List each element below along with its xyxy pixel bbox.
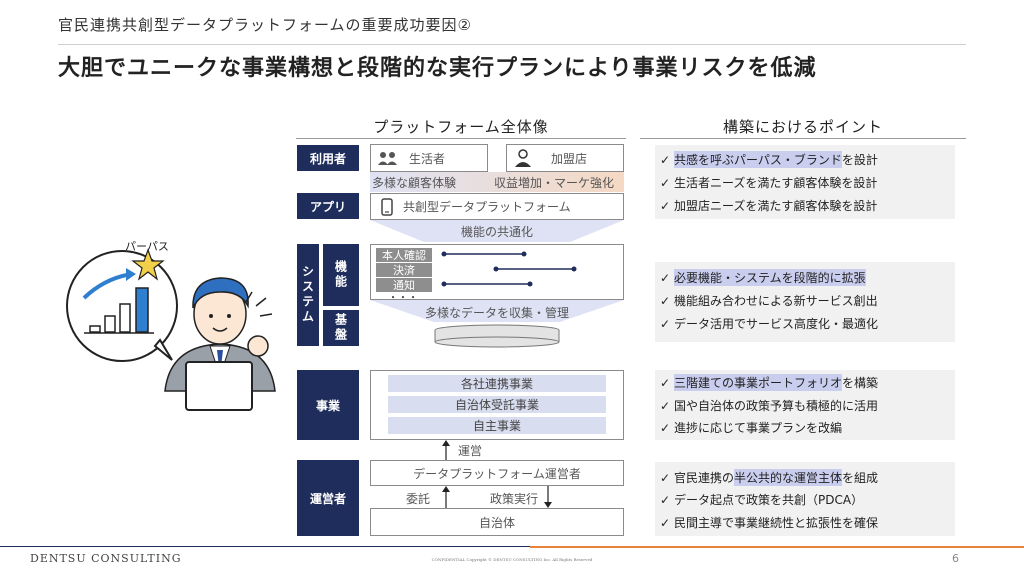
check-icon: ✓ — [660, 316, 671, 331]
point-text: データ起点で政策を共創（PDCA） — [674, 493, 864, 507]
municipality-box: 自治体 — [370, 508, 624, 536]
consumer-label: 生活者 — [409, 151, 446, 166]
footer-rule-orange — [530, 546, 1024, 548]
points-heading-rule — [640, 138, 966, 139]
data-collection-funnel — [370, 300, 624, 348]
business-item-partner: 各社連携事業 — [388, 375, 606, 392]
label-base: 基盤 — [323, 310, 359, 346]
label-business: 事業 — [297, 370, 359, 440]
point-text: 国や自治体の政策予算も積極的に活用 — [674, 399, 879, 413]
user-value-band — [370, 172, 624, 192]
entrust-arrow — [442, 486, 450, 508]
check-icon: ✓ — [660, 270, 671, 285]
people-icon — [378, 152, 397, 165]
point-private-led: ✓民間主導で事業継続性と拡張性を確保 — [660, 514, 878, 531]
common-function-band — [370, 220, 624, 242]
label-app: アプリ — [297, 193, 359, 219]
businessman-illustration — [66, 248, 276, 411]
point-data-optimization: ✓データ活用でサービス高度化・最適化 — [660, 315, 878, 332]
point-text: 生活者ニーズを満たす顧客体験を設計 — [674, 176, 878, 190]
shopkeeper-icon — [515, 149, 531, 167]
app-box: 共創型データプラットフォーム — [370, 193, 624, 220]
check-icon: ✓ — [660, 492, 671, 507]
point-text: 機能組み合わせによる新サービス創出 — [674, 294, 878, 308]
point-highlight: 三階建ての事業ポートフォリオ — [674, 374, 843, 391]
check-icon: ✓ — [660, 470, 671, 485]
point-purpose-brand: ✓共感を呼ぶパーパス・ブランドを設計 — [660, 151, 878, 168]
check-icon: ✓ — [660, 420, 671, 435]
label-operator: 運営者 — [297, 460, 359, 536]
label-system: システム — [297, 244, 319, 346]
platform-heading-rule — [296, 138, 626, 139]
label-function: 機能 — [323, 244, 359, 306]
point-policy-budget: ✓国や自治体の政策予算も積極的に活用 — [660, 397, 878, 414]
point-merchant-experience: ✓加盟店ニーズを満たす顧客体験を設計 — [660, 197, 877, 214]
point-text: を設計 — [841, 153, 878, 167]
point-policy-pdca: ✓データ起点で政策を共創（PDCA） — [660, 491, 863, 508]
check-icon: ✓ — [660, 398, 671, 413]
point-text: 加盟店ニーズを満たす顧客体験を設計 — [674, 199, 878, 213]
check-icon: ✓ — [660, 198, 671, 213]
point-text: を構築 — [842, 376, 879, 390]
point-text: 進捗に応じて事業プランを改編 — [674, 421, 843, 435]
consumer-value: 多様な顧客体験 — [372, 176, 457, 190]
point-text: データ活用でサービス高度化・最適化 — [674, 317, 879, 331]
point-consumer-experience: ✓生活者ニーズを満たす顧客体験を設計 — [660, 174, 877, 191]
purpose-label: パーパス — [125, 240, 169, 253]
function-ellipsis: ・・・ — [388, 293, 418, 304]
data-collection-label: 多様なデータを収集・管理 — [424, 306, 569, 320]
merchant-box: 加盟店 — [506, 144, 624, 172]
company-logo: DENTSU CONSULTING — [30, 552, 182, 565]
point-text: 官民連携の — [674, 471, 735, 485]
check-icon: ✓ — [660, 515, 671, 530]
footer-rule-navy — [0, 546, 530, 547]
point-text: を組成 — [842, 471, 879, 485]
platform-heading: プラットフォーム全体像 — [373, 118, 549, 136]
point-plan-revision: ✓進捗に応じて事業プランを改編 — [660, 419, 842, 436]
point-staged-expansion: ✓必要機能・システムを段階的に拡張 — [660, 269, 866, 286]
smartphone-icon — [381, 197, 393, 216]
point-highlight: 必要機能・システムを段階的に拡張 — [674, 269, 866, 286]
entrust-label: 委託 — [406, 492, 431, 506]
function-tag-notification: 通知 — [376, 278, 432, 292]
policy-arrow — [544, 486, 552, 508]
slide-title: 大胆でユニークな事業構想と段階的な実行プランにより事業リスクを低減 — [58, 56, 817, 81]
business-item-municipal: 自治体受託事業 — [388, 396, 606, 413]
function-tag-payment: 決済 — [376, 263, 432, 277]
check-icon: ✓ — [660, 175, 671, 190]
label-users: 利用者 — [297, 145, 359, 171]
policy-label: 政策実行 — [490, 492, 539, 506]
common-function-label: 機能の共通化 — [460, 225, 533, 239]
page-number: 6 — [952, 552, 959, 565]
check-icon: ✓ — [660, 293, 671, 308]
operate-label: 運営 — [458, 444, 483, 458]
operator-box: データプラットフォーム運営者 — [370, 460, 624, 486]
business-item-independent: 自主事業 — [388, 417, 606, 434]
merchant-label: 加盟店 — [551, 151, 588, 166]
function-connection-graph — [441, 251, 577, 287]
point-public-private-entity: ✓官民連携の半公共的な運営主体を組成 — [660, 469, 878, 486]
point-portfolio: ✓三階建ての事業ポートフォリオを構築 — [660, 374, 878, 391]
slide-subtitle: 官民連携共創型データプラットフォームの重要成功要因② — [58, 16, 472, 34]
check-icon: ✓ — [660, 152, 671, 167]
point-new-services: ✓機能組み合わせによる新サービス創出 — [660, 292, 878, 309]
check-icon: ✓ — [660, 375, 671, 390]
merchant-value: 収益増加・マーケ強化 — [494, 176, 615, 190]
point-text: 民間主導で事業継続性と拡張性を確保 — [674, 516, 879, 530]
confidential-notice: CONFIDENTIAL Copyright © DENTSU CONSULTI… — [431, 557, 593, 562]
consumer-box: 生活者 — [370, 144, 488, 172]
points-heading: 構築におけるポイント — [722, 118, 883, 136]
operate-arrow — [442, 440, 450, 460]
function-tag-identity: 本人確認 — [376, 248, 432, 262]
app-label: 共創型データプラットフォーム — [403, 200, 571, 214]
header-rule — [58, 44, 966, 45]
point-highlight: 半公共的な運営主体 — [734, 469, 843, 486]
point-highlight: 共感を呼ぶパーパス・ブランド — [674, 151, 842, 168]
